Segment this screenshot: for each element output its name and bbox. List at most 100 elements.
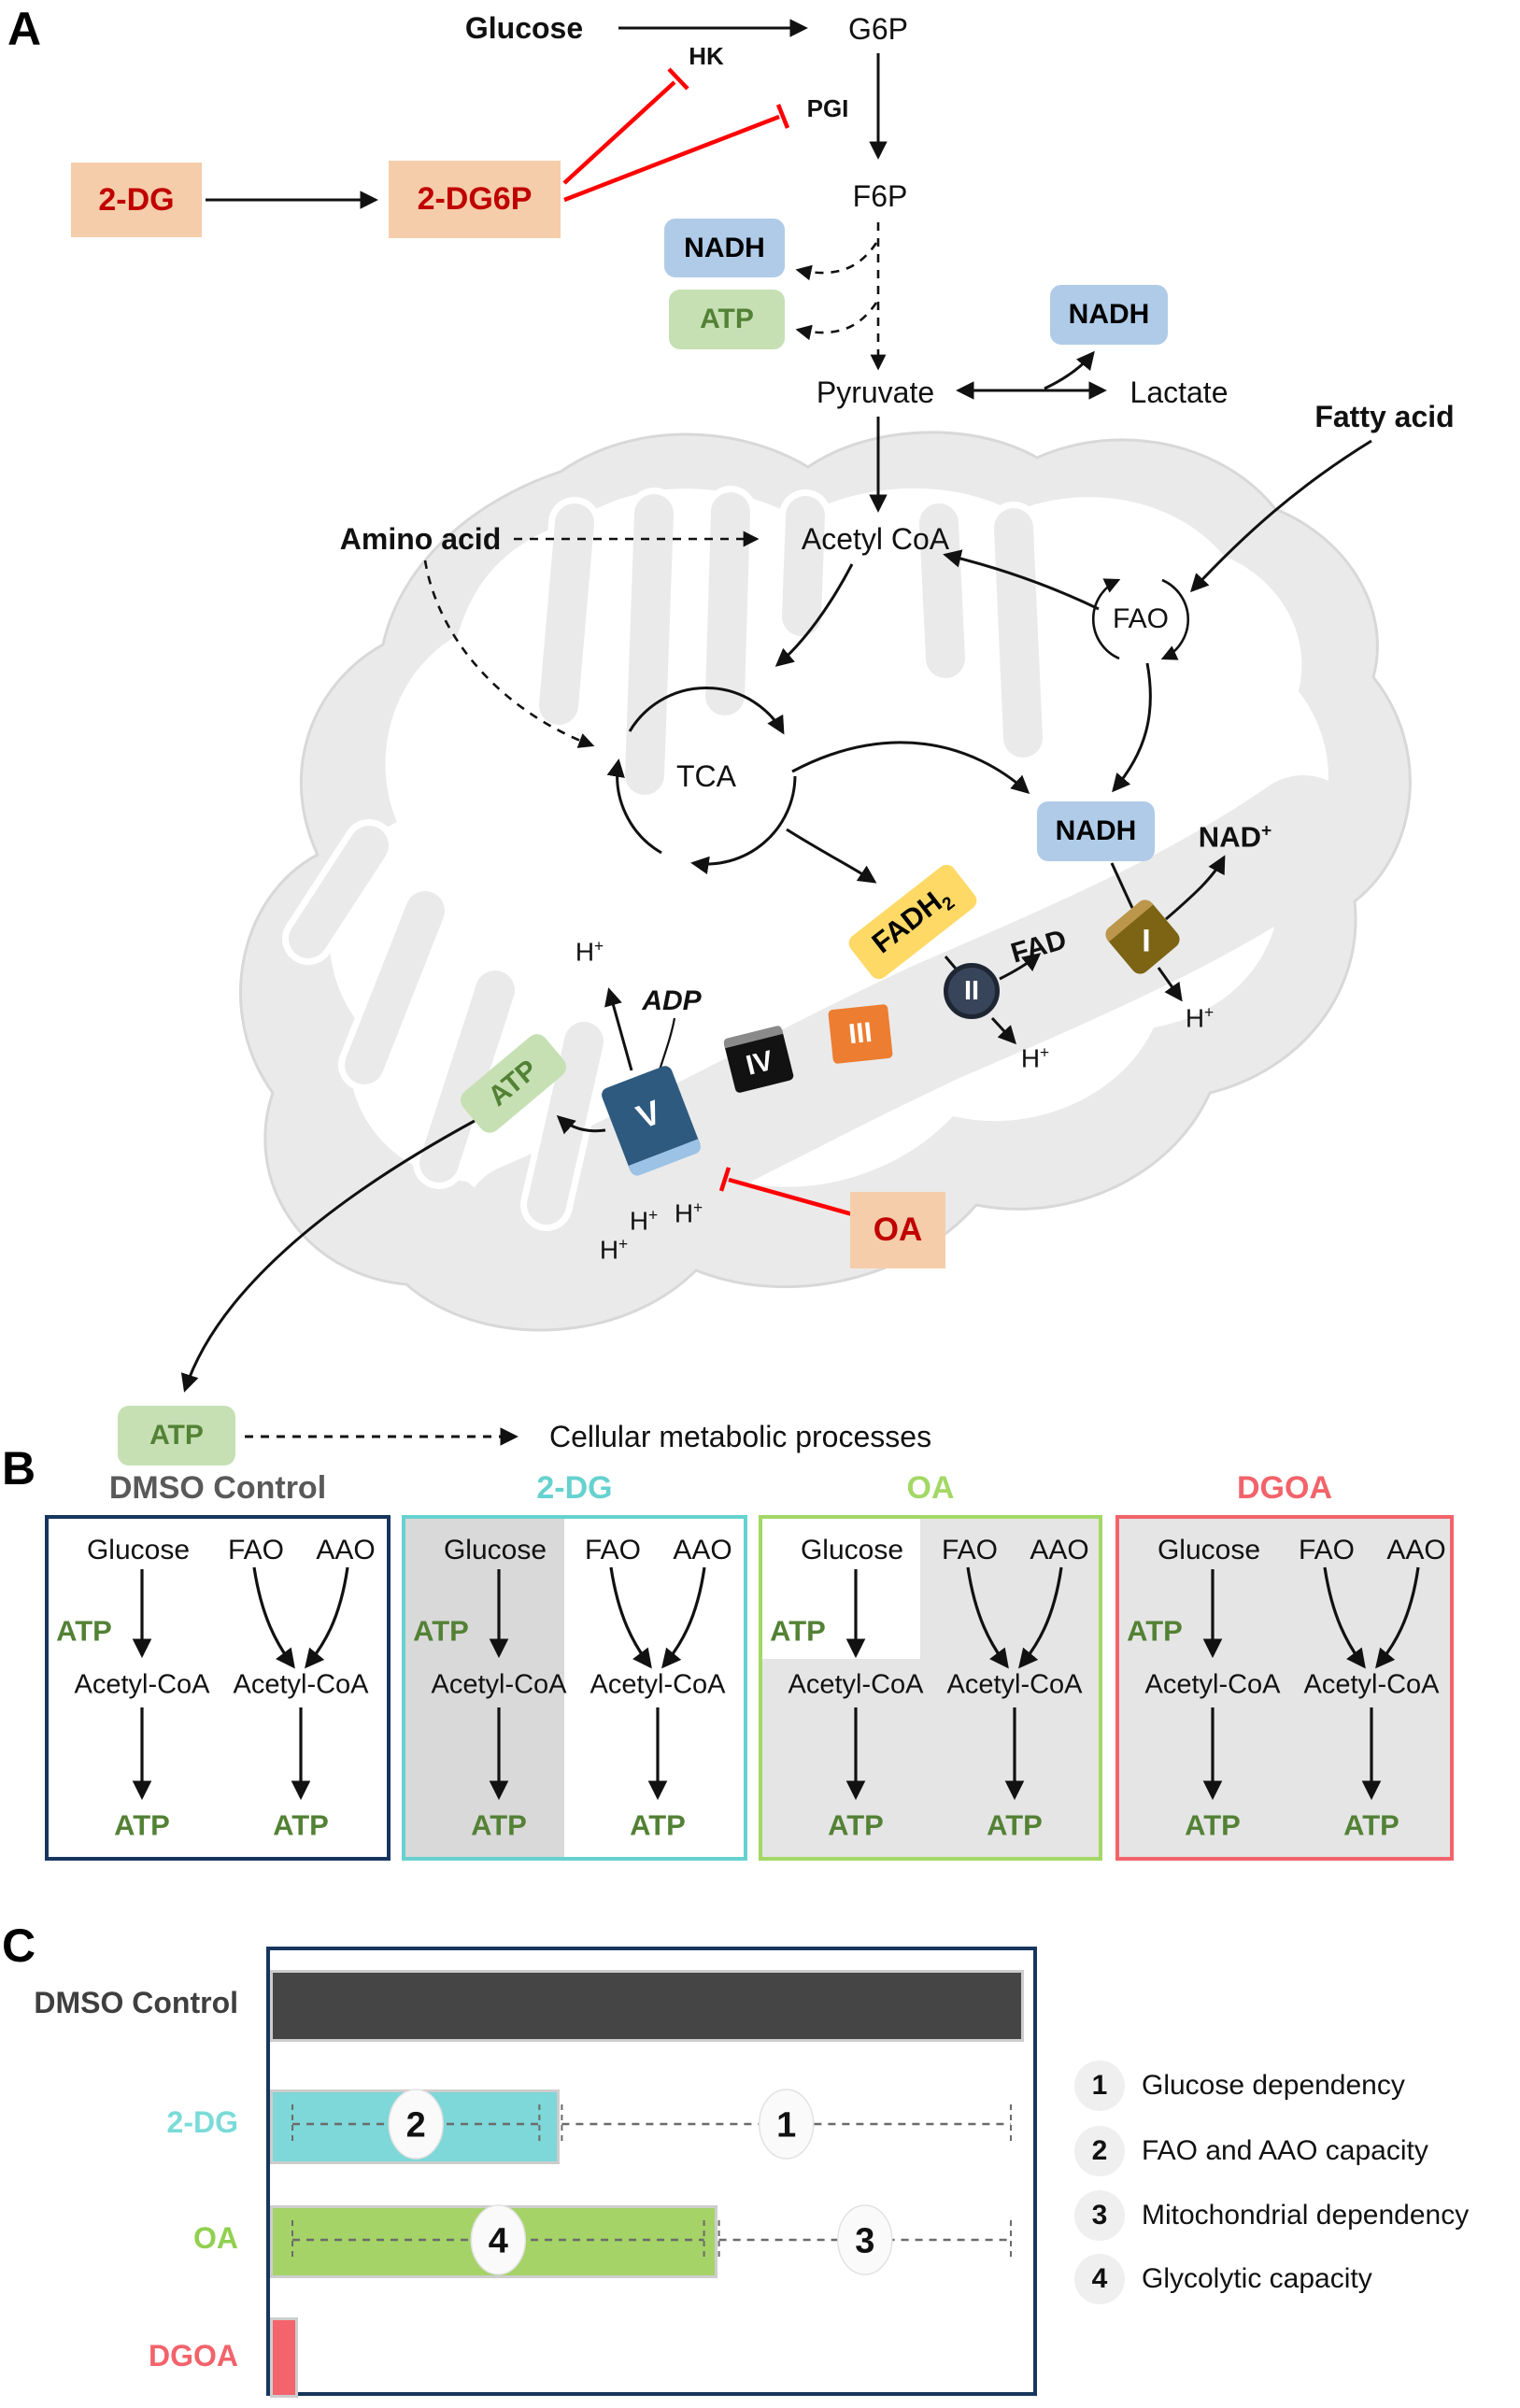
condition-box-dmso: Glucose FAO AAO ATP Acetyl-CoA Acetyl-Co… [45, 1515, 391, 1861]
acetyl-coa-label: Acetyl-CoA [946, 1669, 1083, 1700]
legend-label-2: FAO and AAO capacity [1142, 2135, 1428, 2166]
legend-label-4: Glycolytic capacity [1142, 2263, 1372, 2294]
svg-text:4: 4 [489, 2221, 508, 2260]
adp-label: ADP [642, 985, 702, 1016]
atp-rate-chart: 1 2 3 4 [266, 1947, 1037, 2398]
svg-text:3: 3 [855, 2221, 874, 2260]
blocked-pathway-shade [405, 1519, 565, 1857]
atp-label: ATP [1185, 1808, 1241, 1842]
row-label-dgoa: DGOA [149, 2339, 238, 2373]
atp-label: ATP [471, 1808, 527, 1842]
acetyl-coa-label: Acetyl-CoA [788, 1669, 924, 1700]
fatty-acid-label: Fatty acid [1314, 400, 1455, 433]
complex-ii: II [944, 963, 1000, 1019]
atp-label: ATP [828, 1808, 884, 1842]
legend-number-4: 4 [1074, 2254, 1125, 2304]
legend-item-4: 4 Glycolytic capacity [1074, 2254, 1372, 2304]
panel-a-label: A [7, 3, 42, 55]
aao-label: AAO [1030, 1535, 1089, 1565]
h-plus-label: H+ [599, 1234, 629, 1265]
atp-label: ATP [413, 1614, 469, 1648]
dashed-arrows [245, 222, 887, 1446]
svg-text:1: 1 [776, 2105, 796, 2145]
condition-title-dmso: DMSO Control [108, 1470, 327, 1506]
fao-cycle-label: FAO [1112, 603, 1170, 634]
condition-title-dgoa: DGOA [1237, 1470, 1332, 1506]
nadh-box-mito: NADH [1037, 801, 1155, 861]
mitochondria-shape [239, 431, 1412, 1332]
condition-box-dgoa: Glucose FAO AAO ATP Acetyl-CoA Acetyl-Co… [1115, 1515, 1454, 1861]
bar-dmso-control [270, 1970, 1024, 2042]
legend-label-1: Glucose dependency [1142, 2070, 1405, 2101]
h-plus-label: H+ [674, 1197, 703, 1228]
aao-label: AAO [1386, 1535, 1446, 1565]
tca-cycle-label: TCA [676, 759, 736, 793]
atp-label: ATP [770, 1614, 826, 1648]
legend-number-1: 1 [1074, 2061, 1125, 2111]
legend-item-2: 2 FAO and AAO capacity [1074, 2126, 1428, 2176]
pyruvate-label: Pyruvate [816, 375, 935, 409]
atp-label: ATP [1127, 1614, 1183, 1648]
aao-label: AAO [316, 1535, 376, 1565]
legend-label-3: Mitochondrial dependency [1142, 2200, 1470, 2231]
panel-b-label: B [2, 1442, 36, 1494]
bar-dgoa [270, 2317, 299, 2398]
glucose-label: Glucose [1157, 1535, 1261, 1565]
f6p-label: F6P [852, 179, 908, 213]
legend-item-3: 3 Mitochondrial dependency [1074, 2190, 1469, 2241]
h-plus-label: H+ [1020, 1042, 1050, 1073]
h-plus-label: H+ [629, 1205, 659, 1236]
atp-label: ATP [987, 1808, 1043, 1842]
panel-c-label: C [2, 1919, 36, 1972]
condition-title-oa: OA [906, 1470, 955, 1506]
glucose-label: Glucose [443, 1535, 547, 1565]
glucose-label: Glucose [464, 11, 584, 45]
legend-number-3: 3 [1074, 2190, 1125, 2241]
chart-annotations: 1 2 3 4 [291, 2089, 1012, 2275]
nadh-box-glycolysis: NADH [664, 219, 785, 277]
h-plus-label: H+ [575, 936, 604, 967]
hk-enzyme-label: HK [689, 42, 724, 70]
pgi-enzyme-label: PGI [806, 94, 849, 122]
lactate-label: Lactate [1129, 375, 1229, 409]
acetyl-coa-label: Acetyl CoA [801, 522, 950, 556]
active-pathway-highlight [762, 1519, 921, 1659]
atp-label: ATP [1343, 1808, 1399, 1842]
condition-title-2dg: 2-DG [536, 1470, 613, 1506]
condition-box-oa: Glucose FAO AAO ATP Acetyl-CoA Acetyl-Co… [759, 1515, 1102, 1861]
nadh-box-lactate: NADH [1050, 285, 1168, 345]
fao-label: FAO [227, 1535, 285, 1565]
acetyl-coa-label: Acetyl-CoA [431, 1669, 567, 1700]
oa-box: OA [850, 1192, 945, 1268]
g6p-label: G6P [847, 12, 909, 46]
atp-label: ATP [273, 1808, 329, 1842]
svg-text:2: 2 [406, 2105, 426, 2145]
fao-label: FAO [584, 1535, 642, 1565]
row-label-dmso: DMSO Control [34, 1986, 238, 2019]
row-label-oa: OA [193, 2221, 238, 2255]
glucose-label: Glucose [800, 1535, 904, 1565]
atp-box-output: ATP [118, 1406, 235, 1466]
acetyl-coa-label: Acetyl-CoA [74, 1669, 210, 1700]
atp-label: ATP [630, 1808, 686, 1842]
acetyl-coa-label: Acetyl-CoA [590, 1669, 726, 1700]
glucose-label: Glucose [86, 1535, 191, 1565]
acetyl-coa-label: Acetyl-CoA [1144, 1669, 1281, 1700]
fao-label: FAO [941, 1535, 999, 1565]
atp-label: ATP [56, 1614, 112, 1648]
aao-label: AAO [673, 1535, 732, 1565]
legend-number-2: 2 [1074, 2126, 1125, 2176]
row-label-2dg: 2-DG [166, 2105, 238, 2139]
legend-item-1: 1 Glucose dependency [1074, 2061, 1405, 2111]
pathway-arrows [180, 19, 1372, 1393]
condition-box-2dg: Glucose FAO AAO ATP Acetyl-CoA Acetyl-Co… [402, 1515, 747, 1861]
atp-box-glycolysis: ATP [669, 290, 785, 349]
nad-plus-label: NAD+ [1198, 820, 1272, 854]
amino-acid-label: Amino acid [339, 522, 502, 556]
2dg-box: 2-DG [71, 163, 202, 237]
fao-label: FAO [1298, 1535, 1356, 1565]
atp-label: ATP [114, 1808, 170, 1842]
acetyl-coa-label: Acetyl-CoA [1303, 1669, 1440, 1700]
acetyl-coa-label: Acetyl-CoA [233, 1669, 369, 1700]
